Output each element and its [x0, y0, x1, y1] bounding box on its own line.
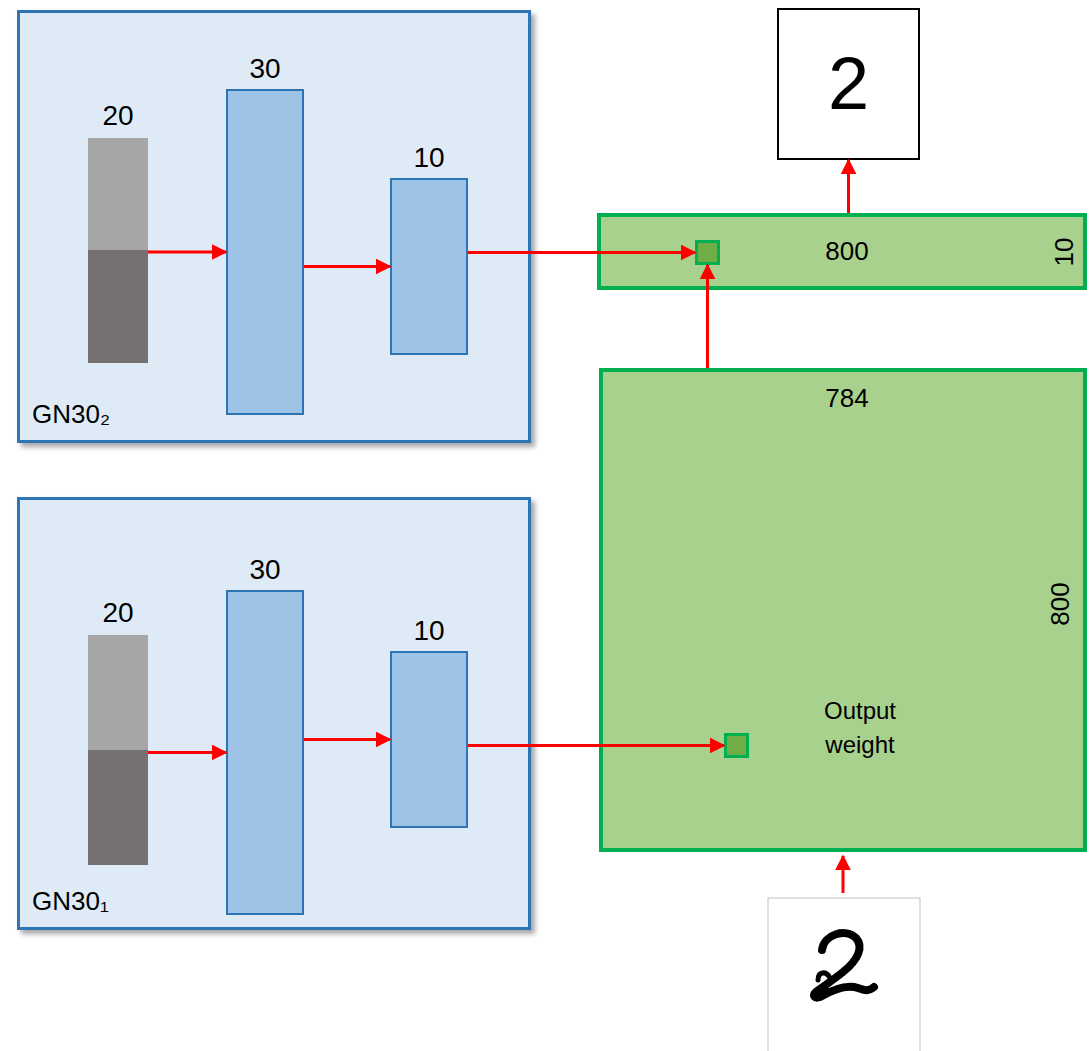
input-image-frame: [768, 898, 920, 1051]
weight-cell: [695, 240, 720, 265]
input-vector-bar: 20: [88, 138, 148, 363]
layer-bar: 30: [226, 89, 304, 415]
connector-arrow: [148, 751, 226, 754]
node-label: GN30₂: [32, 400, 110, 430]
node-label: 30: [249, 53, 280, 85]
weight-matrix: 784 800Output weight: [599, 368, 1087, 852]
node-label: 800: [825, 237, 868, 267]
connector-arrow: [468, 744, 724, 747]
node-label: 20: [102, 597, 133, 629]
layer-bar: 10: [390, 651, 468, 828]
node-sublabel: 10: [1050, 237, 1080, 266]
connector-arrow: [304, 738, 390, 741]
node-label: 784: [825, 384, 868, 414]
node-sublabel: 800: [1046, 582, 1076, 625]
connector-arrow: [148, 251, 226, 254]
weight-cell: [724, 733, 749, 758]
network-panel: GN30₂ 20 30 10: [17, 10, 531, 443]
node-label: 10: [413, 142, 444, 174]
connector-arrow: [304, 265, 390, 268]
network-panel: GN30₁ 20 30 10: [17, 497, 531, 930]
output-box: 2: [777, 8, 920, 160]
node-label: GN30₁: [32, 887, 109, 917]
weight-matrix: 800 10: [597, 213, 1087, 290]
digit-loop: [818, 973, 830, 980]
input-arrow: [842, 856, 845, 893]
node-label: 10: [413, 615, 444, 647]
node-sublabel: Output weight: [790, 694, 930, 761]
input-vector-bar: 20: [88, 635, 148, 865]
node-label: 30: [249, 554, 280, 586]
connector-arrow: [706, 265, 709, 368]
node-label: 20: [102, 100, 133, 132]
layer-bar: 10: [390, 178, 468, 355]
handwritten-digit: [814, 933, 874, 997]
layer-bar: 30: [226, 590, 304, 915]
node-label: 2: [828, 47, 869, 121]
connector-arrow: [468, 251, 695, 254]
connector-arrow: [847, 160, 850, 213]
